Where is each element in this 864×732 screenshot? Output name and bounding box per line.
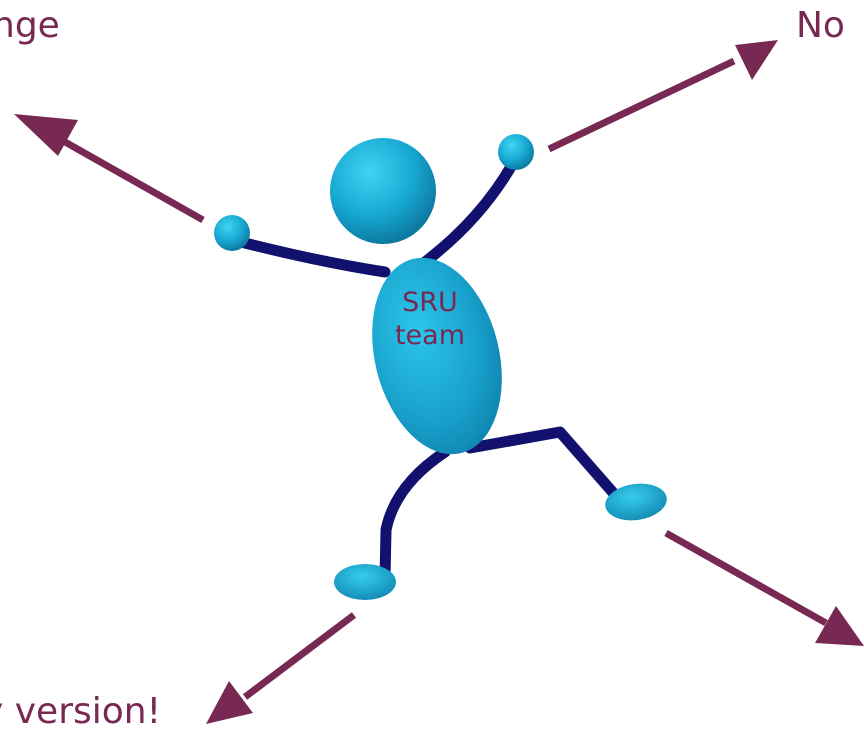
- arrow-top-right: [547, 40, 778, 153]
- figure-body-label: SRU team: [385, 286, 475, 352]
- arrow-bottom-left: [206, 612, 357, 724]
- right-foot: [605, 483, 667, 521]
- label-top-left: nge: [0, 5, 60, 46]
- left-arm: [235, 236, 391, 278]
- right-leg: [464, 426, 622, 502]
- left-leg: [379, 446, 451, 584]
- figure-head: [330, 138, 436, 244]
- right-hand: [498, 134, 534, 170]
- figure-body: [372, 257, 502, 455]
- body-label-line2: team: [394, 320, 466, 351]
- arrow-bottom-right: [664, 529, 864, 646]
- right-arm: [419, 159, 518, 268]
- label-bottom-left: y version!: [0, 691, 162, 732]
- left-hand: [214, 215, 250, 251]
- body-label-line1: SRU: [402, 287, 458, 318]
- arrow-top-left: [14, 114, 205, 224]
- left-foot: [334, 564, 396, 600]
- stick-figure: [214, 134, 667, 600]
- label-top-right: No: [796, 5, 845, 46]
